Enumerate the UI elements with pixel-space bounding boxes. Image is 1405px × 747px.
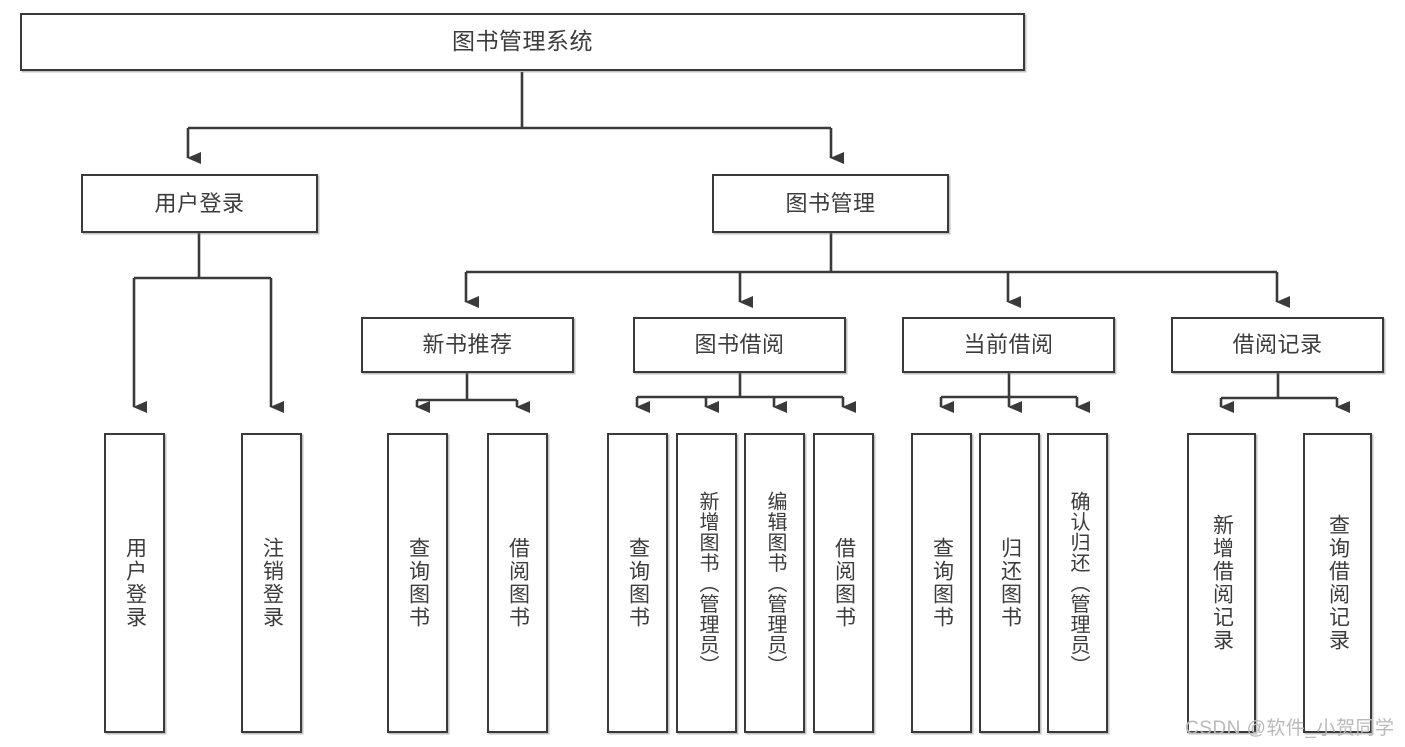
node-leaf-add-book[interactable]: 新增图书（管理员） xyxy=(676,433,737,733)
node-label: 查询图书 xyxy=(930,537,954,629)
node-leaf-user-login[interactable]: 用户登录 xyxy=(104,433,165,733)
node-leaf-query-book-1[interactable]: 查询图书 xyxy=(387,433,448,733)
node-leaf-logout-login[interactable]: 注销登录 xyxy=(241,433,302,733)
node-leaf-borrow-book-2[interactable]: 借阅图书 xyxy=(813,433,874,733)
node-label: 新书推荐 xyxy=(422,332,513,358)
node-leaf-return-book[interactable]: 归还图书 xyxy=(979,433,1040,733)
node-new-book-recommend[interactable]: 新书推荐 xyxy=(361,317,574,373)
node-label: 新增借阅记录 xyxy=(1210,514,1234,652)
node-leaf-confirm-return[interactable]: 确认归还（管理员） xyxy=(1047,433,1108,733)
node-borrow-record[interactable]: 借阅记录 xyxy=(1171,317,1384,373)
node-label: 图书借阅 xyxy=(694,332,785,358)
node-label: 借阅图书 xyxy=(506,537,530,629)
watermark-text: CSDN @软件_小贺同学 xyxy=(1185,718,1395,739)
node-label: 图书管理系统 xyxy=(452,28,593,55)
node-label: 用户登录 xyxy=(154,190,245,216)
node-label: 查询图书 xyxy=(406,537,430,629)
node-label: 借阅图书 xyxy=(832,537,856,629)
node-leaf-query-book-2[interactable]: 查询图书 xyxy=(607,433,668,733)
node-book-borrow[interactable]: 图书借阅 xyxy=(633,317,846,373)
node-label: 归还图书 xyxy=(998,537,1022,629)
node-label: 编辑图书（管理员） xyxy=(764,490,786,676)
node-label: 注销登录 xyxy=(260,537,284,629)
node-label: 当前借阅 xyxy=(963,332,1054,358)
node-user-login[interactable]: 用户登录 xyxy=(81,174,318,233)
node-label: 查询借阅记录 xyxy=(1326,514,1350,652)
node-leaf-borrow-book-1[interactable]: 借阅图书 xyxy=(487,433,548,733)
node-label: 图书管理 xyxy=(785,190,876,216)
node-leaf-query-book-3[interactable]: 查询图书 xyxy=(911,433,972,733)
node-current-borrow[interactable]: 当前借阅 xyxy=(902,317,1115,373)
node-leaf-edit-book[interactable]: 编辑图书（管理员） xyxy=(744,433,805,733)
node-label: 借阅记录 xyxy=(1232,332,1323,358)
node-label: 用户登录 xyxy=(123,537,147,629)
node-label: 新增图书（管理员） xyxy=(696,490,718,676)
node-book-management[interactable]: 图书管理 xyxy=(712,174,949,233)
node-book-management-system[interactable]: 图书管理系统 xyxy=(20,13,1025,71)
node-leaf-query-record[interactable]: 查询借阅记录 xyxy=(1303,433,1372,733)
node-leaf-add-record[interactable]: 新增借阅记录 xyxy=(1187,433,1256,733)
node-label: 确认归还（管理员） xyxy=(1067,490,1089,676)
node-label: 查询图书 xyxy=(626,537,650,629)
